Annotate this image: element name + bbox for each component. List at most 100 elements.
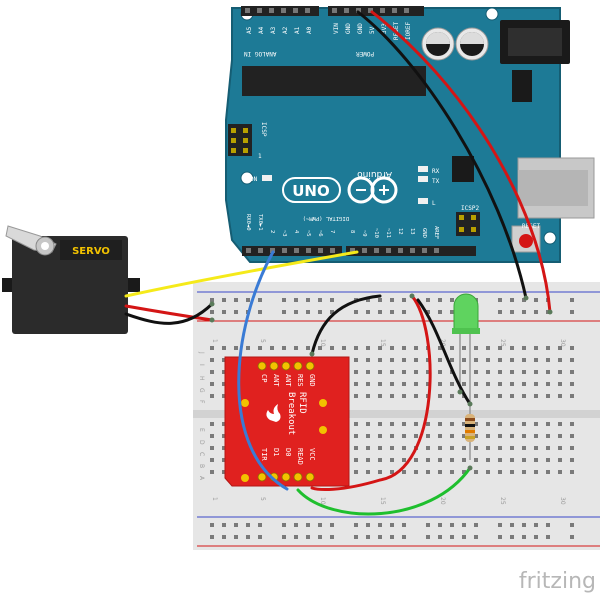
- power-jack-opening: [508, 28, 562, 56]
- breadboard-hole: [522, 298, 526, 302]
- pin-label-gnd: GND: [421, 228, 427, 238]
- breadboard-hole: [450, 458, 454, 462]
- power-header: [328, 6, 424, 16]
- rfid-gnd-wire-black: [310, 294, 382, 356]
- rfid-mount-pad: [241, 474, 249, 482]
- breadboard-hole: [210, 346, 214, 350]
- breadboard-hole: [462, 370, 466, 374]
- breadboard-hole: [510, 394, 514, 398]
- breadboard-hole: [210, 358, 214, 362]
- breadboard-hole: [498, 458, 502, 462]
- breadboard-hole: [318, 346, 322, 350]
- breadboard-hole: [498, 535, 502, 539]
- breadboard-hole: [474, 370, 478, 374]
- breadboard-hole: [222, 422, 226, 426]
- breadboard-hole: [390, 346, 394, 350]
- breadboard-hole: [558, 422, 562, 426]
- breadboard-hole: [558, 394, 562, 398]
- pin-label-ioref: IOREF: [405, 22, 412, 40]
- breadboard-hole: [522, 535, 526, 539]
- breadboard-hole: [402, 382, 406, 386]
- col-number: 25: [499, 497, 506, 505]
- row-letters: J I H G F E D C B A: [198, 351, 205, 481]
- breadboard-hole: [546, 535, 550, 539]
- arduino-uno-board: A5 A4 A3 A2 A1 A0 ANALOG IN VIN GND GND …: [225, 6, 595, 263]
- breadboard-hole: [534, 382, 538, 386]
- breadboard-hole: [522, 458, 526, 462]
- breadboard-hole: [330, 298, 334, 302]
- breadboard-hole: [534, 535, 538, 539]
- breadboard-hole: [318, 298, 322, 302]
- breadboard-hole: [438, 310, 442, 314]
- breadboard-hole: [354, 458, 358, 462]
- breadboard-hole: [366, 470, 370, 474]
- breadboard-hole: [414, 394, 418, 398]
- breadboard-hole: [522, 434, 526, 438]
- breadboard-hole: [222, 446, 226, 450]
- sparkfun-flame-icon: [266, 404, 281, 422]
- pin-label-d11: ~11: [385, 228, 391, 238]
- breadboard-hole: [570, 310, 574, 314]
- breadboard-hole: [258, 523, 262, 527]
- breadboard-hole: [282, 523, 286, 527]
- breadboard-hole: [546, 346, 550, 350]
- breadboard-hole: [222, 298, 226, 302]
- breadboard-hole: [558, 370, 562, 374]
- breadboard-hole: [438, 358, 442, 362]
- breadboard-hole: [342, 346, 346, 350]
- pin-label-a3: A3: [270, 26, 277, 34]
- breadboard-hole: [378, 470, 382, 474]
- breadboard-hole: [414, 370, 418, 374]
- breadboard-hole: [426, 535, 430, 539]
- breadboard-hole: [354, 346, 358, 350]
- breadboard-hole: [234, 346, 238, 350]
- breadboard-hole: [378, 458, 382, 462]
- icsp2-label: ICSP2: [461, 205, 479, 212]
- breadboard-hole: [354, 523, 358, 527]
- mounting-hole: [485, 7, 499, 21]
- breadboard-hole: [486, 358, 490, 362]
- breadboard-hole: [450, 535, 454, 539]
- breadboard-hole: [378, 535, 382, 539]
- breadboard-hole: [546, 394, 550, 398]
- breadboard-hole: [414, 434, 418, 438]
- breadboard-hole: [546, 446, 550, 450]
- breadboard-hole: [318, 535, 322, 539]
- breadboard-hole: [474, 382, 478, 386]
- green-led: [452, 293, 480, 404]
- breadboard-hole: [510, 458, 514, 462]
- pin-label-d7: 7: [329, 230, 335, 233]
- on-led: [262, 175, 272, 181]
- pin-label-d4: 4: [293, 230, 299, 234]
- breadboard-hole: [570, 358, 574, 362]
- reset-button[interactable]: [511, 225, 541, 253]
- breadboard-hole: [294, 523, 298, 527]
- breadboard-hole: [378, 370, 382, 374]
- breadboard-hole: [474, 346, 478, 350]
- col-number: 30: [559, 497, 566, 505]
- analog-header: [241, 6, 319, 16]
- col-number: 25: [499, 339, 506, 347]
- breadboard-hole: [522, 310, 526, 314]
- breadboard-hole: [378, 346, 382, 350]
- breadboard-hole: [330, 346, 334, 350]
- breadboard-hole: [306, 346, 310, 350]
- row-letter: I: [198, 364, 205, 366]
- row-letter: F: [198, 400, 205, 404]
- servo-wire-black: [124, 302, 214, 325]
- breadboard-hole: [390, 358, 394, 362]
- breadboard-hole: [534, 446, 538, 450]
- col-number: 1: [211, 497, 218, 501]
- breadboard-hole: [414, 346, 418, 350]
- breadboard-hole: [510, 298, 514, 302]
- breadboard-hole: [426, 446, 430, 450]
- fritzing-watermark: fritzing: [519, 569, 596, 594]
- column-numbers-top: 1 5 10 15 20 25 30: [211, 339, 566, 347]
- breadboard-hole: [510, 358, 514, 362]
- breadboard-hole: [570, 298, 574, 302]
- breadboard-hole: [462, 358, 466, 362]
- pin-label-a0: A0: [306, 26, 313, 34]
- breadboard-hole: [402, 298, 406, 302]
- breadboard-hole: [570, 470, 574, 474]
- rfid-pin-label-read: READ: [296, 448, 304, 465]
